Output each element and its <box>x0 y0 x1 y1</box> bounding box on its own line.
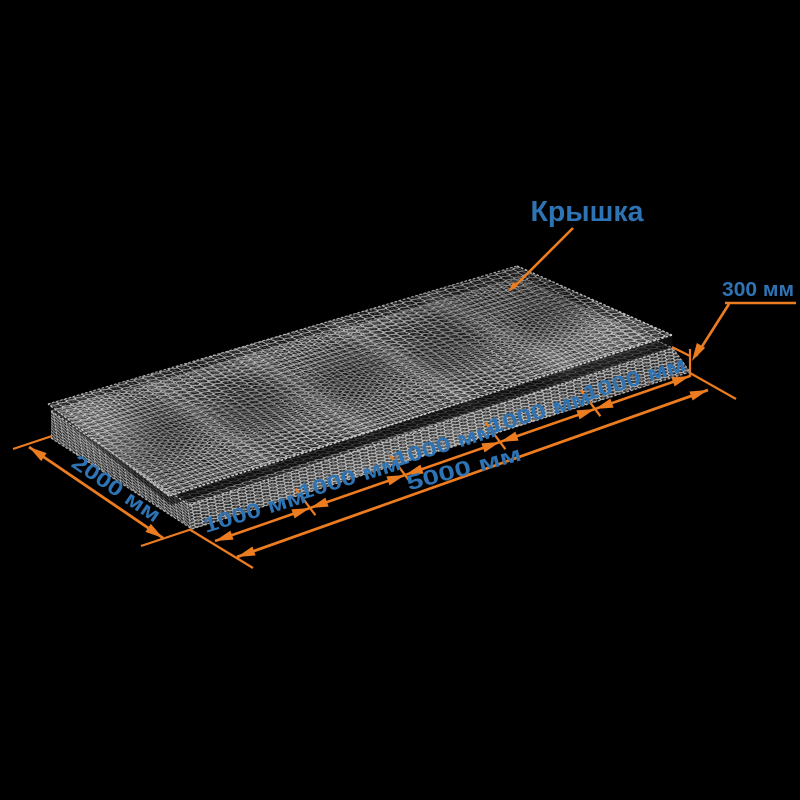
svg-text:300 мм: 300 мм <box>722 279 794 301</box>
svg-text:Крышка: Крышка <box>530 196 644 228</box>
